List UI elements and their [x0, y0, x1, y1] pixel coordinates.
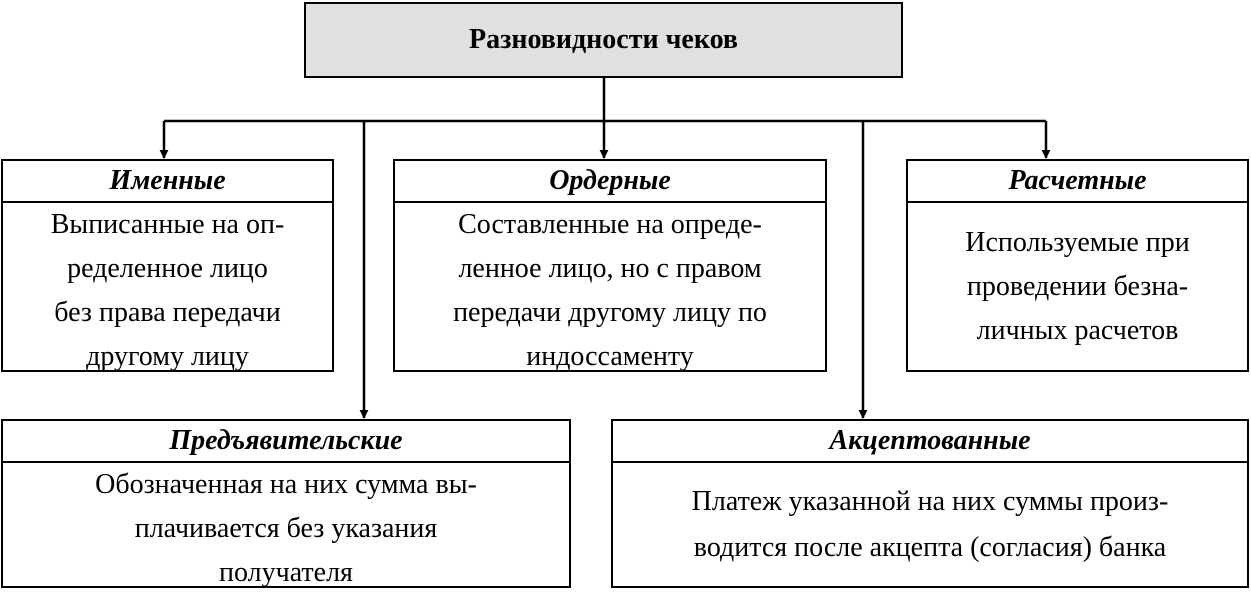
check-type-card-imennye: Именные Выписанные на оп- ределенное лиц…	[1, 159, 334, 372]
card-heading: Именные	[3, 161, 332, 203]
card-description: Используемые при проведении безна- личны…	[908, 203, 1247, 370]
description-line: личных расчетов	[976, 314, 1179, 346]
card-heading: Ордерные	[395, 161, 825, 203]
card-heading: Предъявительские	[3, 421, 569, 463]
description-line: Обозначенная на них сумма вы-	[95, 469, 477, 500]
description-line: ределенное лицо	[67, 253, 268, 284]
description-line: ленное лицо, но с правом	[458, 253, 762, 284]
check-type-card-raschetnye: Расчетные Используемые при проведении бе…	[906, 159, 1249, 372]
card-description: Выписанные на оп- ределенное лицо без пр…	[3, 203, 332, 379]
description-line: индоссаменту	[526, 341, 694, 372]
card-description: Обозначенная на них сумма вы- плачиваетс…	[3, 463, 569, 595]
card-heading: Акцептованные	[613, 421, 1247, 463]
check-type-card-ordernye: Ордерные Составленные на опреде- ленное …	[393, 159, 827, 372]
description-line: Используемые при	[965, 226, 1190, 258]
description-line: Платеж указанной на них суммы произ-	[691, 485, 1169, 517]
description-line: проведении безна-	[966, 270, 1189, 302]
description-line: другому лицу	[86, 341, 249, 372]
diagram-title-box: Разновидности чеков	[304, 2, 903, 78]
description-line: Составленные на опреде-	[458, 209, 762, 240]
description-line: получателя	[219, 557, 353, 588]
description-line: передачи другому лицу по	[453, 297, 767, 328]
check-type-card-aktseptovannye: Акцептованные Платеж указанной на них су…	[611, 419, 1249, 588]
card-description: Платеж указанной на них суммы произ- вод…	[613, 463, 1247, 586]
description-line: плачивается без указания	[134, 513, 438, 544]
check-type-card-predyavitelskie: Предъявительские Обозначенная на них сум…	[1, 419, 571, 588]
description-line: водится после акцепта (согласия) банка	[693, 531, 1167, 563]
description-line: без права передачи	[54, 297, 281, 328]
diagram-title: Разновидности чеков	[468, 24, 739, 55]
card-heading: Расчетные	[908, 161, 1247, 203]
description-line: Выписанные на оп-	[50, 209, 285, 240]
card-description: Составленные на опреде- ленное лицо, но …	[395, 203, 825, 379]
